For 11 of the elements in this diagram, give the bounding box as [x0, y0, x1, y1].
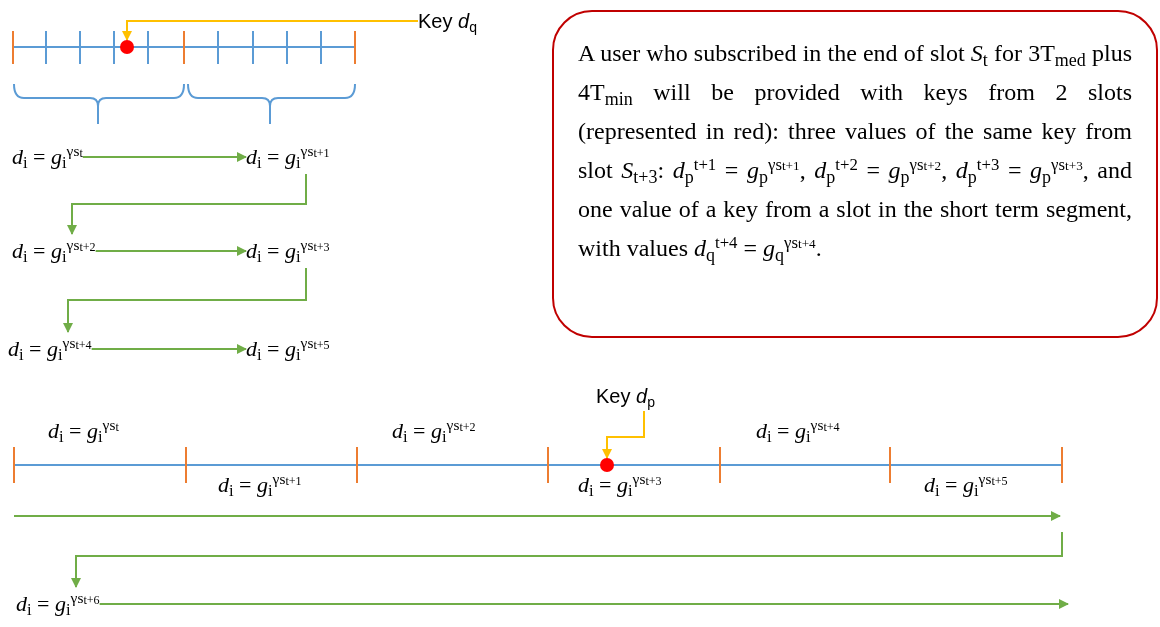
leader-line	[602, 410, 645, 459]
arrow	[98, 599, 1069, 609]
arrow	[67, 173, 307, 235]
leader-line	[122, 20, 419, 41]
arrow	[63, 267, 307, 333]
arrow	[71, 531, 1063, 588]
arrow	[94, 246, 247, 256]
arrow	[81, 152, 247, 162]
key-label: Key d$_{p}$	[596, 381, 692, 411]
arrow	[90, 344, 247, 354]
key-label: Key d$_{q}$	[418, 6, 508, 36]
